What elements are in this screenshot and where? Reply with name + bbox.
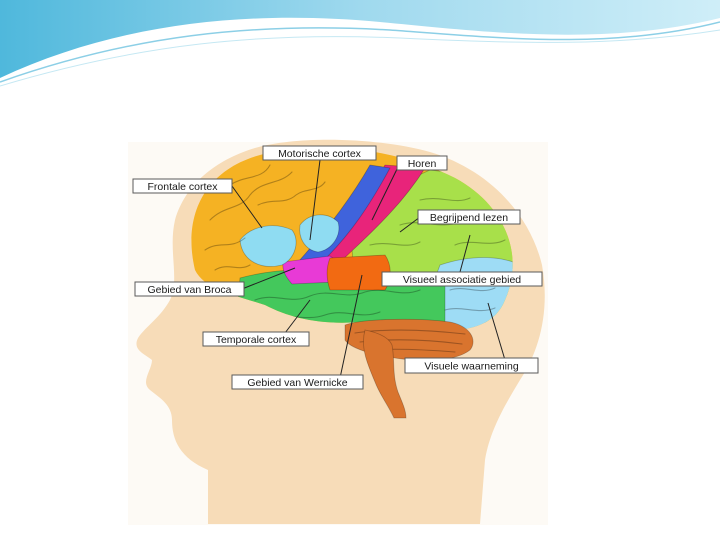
label-text: Motorische cortex [278, 148, 362, 160]
label-visuele-waarneming: Visuele waarneming [404, 357, 539, 374]
label-motorische-cortex: Motorische cortex [262, 145, 377, 161]
upper-blue-region [299, 214, 340, 253]
header-wave-main [0, 0, 720, 78]
label-visueel-associatie-gebied: Visueel associatie gebied [381, 271, 543, 287]
label-frontale-cortex: Frontale cortex [132, 178, 233, 194]
prefrontal-blue-region [239, 225, 297, 267]
leader-frontale-cortex [231, 185, 263, 229]
label-horen: Horen [396, 155, 448, 171]
leader-gebied-van-broca [241, 267, 296, 290]
leader-visueel-associatie [459, 234, 471, 273]
leader-gebied-van-wernicke [339, 274, 363, 379]
label-text: Frontale cortex [147, 181, 218, 193]
label-text: Begrijpend lezen [430, 212, 508, 224]
label-text: Temporale cortex [216, 334, 297, 346]
label-temporale-cortex: Temporale cortex [202, 331, 310, 347]
header-wave-line [0, 21, 720, 83]
label-gebied-van-wernicke: Gebied van Wernicke [231, 374, 364, 390]
leader-horen [371, 162, 401, 221]
label-text: Gebied van Wernicke [247, 377, 347, 389]
label-text: Visuele waarneming [424, 361, 519, 373]
leader-visuele-waarneming [487, 302, 506, 361]
wernicke-region [326, 254, 391, 291]
label-text: Visueel associatie gebied [403, 274, 521, 286]
brain-stem [363, 329, 407, 419]
label-text: Gebied van Broca [147, 284, 231, 296]
label-begrijpend-lezen: Begrijpend lezen [417, 209, 521, 225]
leader-motorische-cortex [309, 159, 321, 241]
label-text: Horen [408, 158, 437, 170]
label-gebied-van-broca: Gebied van Broca [134, 281, 245, 297]
leader-begrijpend-lezen [399, 216, 421, 233]
header-wave-line-2 [0, 29, 720, 87]
leader-temporale-cortex [284, 299, 311, 334]
